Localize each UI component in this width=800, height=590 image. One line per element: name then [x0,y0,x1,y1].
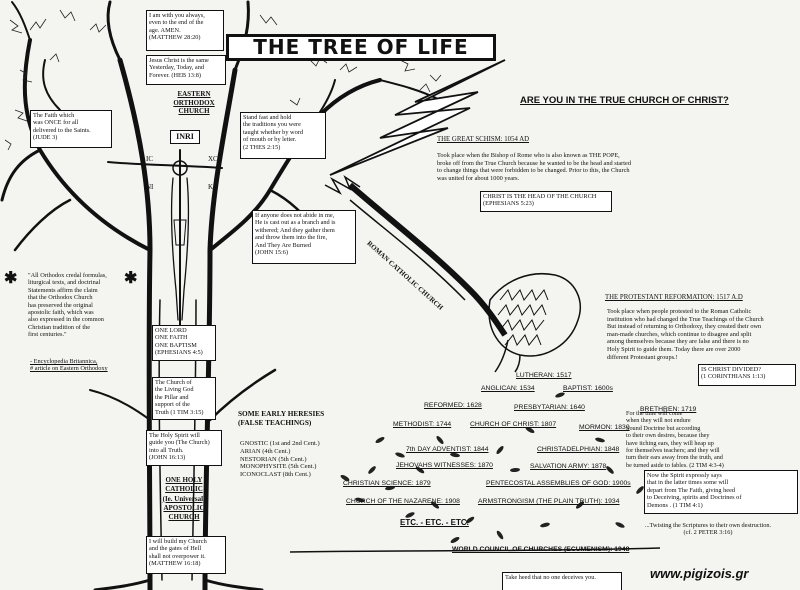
box-holy-spirit: The Holy Spirit will guide you (The Chur… [146,430,222,466]
box-christ-divided: IS CHRIST DIVIDED? (1 CORINTHIANS 1:13) [698,364,796,386]
denom-salvation: SALVATION ARMY: 1878 [530,463,607,470]
box-one-lord: ONE LORD ONE FAITH ONE BAPTISM (EPHESIAN… [152,325,216,361]
denom-brethren: BRETHREN: 1719 [640,406,697,413]
box-head-church: CHRIST IS THE HEAD OF THE CHURCH (EPHESI… [480,191,612,212]
denom-jehovah: JEHOVAHS WITNESSES: 1870 [396,462,493,469]
denom-mormon: MORMON: 1830 [579,424,630,431]
denom-armstrong: ARMSTRONGISM (THE PLAIN TRUTH): 1934 [478,498,620,505]
denom-christadelphian: CHRISTADELPHIAN: 1848 [537,446,620,453]
denom-methodist: METHODIST: 1744 [393,421,452,428]
star-right: ✱ [124,270,138,287]
quote-orthodox-claim: "All Orthodox credal formulas, liturgica… [28,272,107,339]
denom-baptist: BAPTIST: 1600s [563,385,613,392]
ground-line [289,547,661,553]
main-question: ARE YOU IN THE TRUE CHURCH OF CHRIST? [520,95,729,106]
quote-matthew-16: I will build my Church and the gates of … [146,536,226,574]
watermark: www.pigizois.gr [650,566,749,581]
roman-catholic-branch [324,175,508,337]
box-living-god: The Church of the Living God the Pillar … [152,377,216,420]
quote-1-tim-4: Now the Spirit expressly says that in th… [644,470,798,514]
greek-ic: IC [146,155,153,163]
quote-source: - Encyclopedia Britannica, # article on … [30,358,108,373]
heresies-list: GNOSTIC (1st and 2nd Cent.) ARIAN (4th C… [240,440,320,479]
quote-2-peter-3: ...Twisting the Scriptures to their own … [644,522,772,537]
box-one-holy-church: ONE HOLY CATHOLIC (Ie. Universal) APOSTO… [162,476,206,522]
denom-lutheran: LUTHERAN: 1517 [516,372,572,379]
denom-church-of-christ: CHURCH OF CHRIST: 1807 [470,421,557,428]
denom-reformed: REFORMED: 1628 [424,402,482,409]
greek-ni: NI [146,183,154,191]
page-title: THE TREE OF LIFE [226,34,496,61]
label-eastern-orthodox: EASTERN ORTHODOX CHURCH [173,90,215,115]
quote-take-heed: Take heed that no one deceives you. [502,572,622,590]
crucified-figure [172,160,188,176]
denom-adventist: 7th DAY ADVENTIST: 1844 [406,446,489,453]
denom-pentecostal: PENTECOSTAL ASSEMBLIES OF GOD: 1900s [486,480,631,487]
denom-etc: ETC. - ETC. - ETC. [400,518,469,527]
quote-jude-3: The Faith which was ONCE for all deliver… [30,110,112,148]
lightning-bolt [329,59,506,176]
greek-xc: XC [208,155,218,163]
tree-roots [93,578,264,590]
tree-trunk [117,57,153,590]
quote-hebrews-13: Jesus Christ is the same Yesterday, Toda… [146,55,226,85]
denom-science: CHRISTIAN SCIENCE: 1879 [343,480,431,487]
denom-anglican: ANGLICAN: 1534 [481,385,535,392]
wcc-label: WORLD COUNCIL OF CHURCHES (ECUMENISM): 1… [452,546,630,553]
heresies-title: SOME EARLY HERESIES (FALSE TEACHINGS) [238,410,325,427]
star-left: ✱ [4,270,18,287]
crucifix-arms [107,161,223,169]
quote-2-tim-4: For the time will come when they will no… [626,410,724,469]
denom-nazarene: CHURCH OF THE NAZARENE: 1908 [346,498,460,505]
greek-ka: KA [208,183,219,191]
reformation-text: Took place when people protested to the … [607,308,764,361]
quote-matthew-28: I am with you always, even to the end of… [146,10,224,51]
schism-title: THE GREAT SCHISM: 1054 AD [437,136,530,143]
inri-plaque: INRI [170,130,200,144]
schism-text: Took place when the Bishop of Rome who i… [437,152,631,182]
reformation-title: THE PROTESTANT REFORMATION: 1517 A.D [605,294,743,301]
quote-john-15: If anyone does not abide in me, He is ca… [252,210,356,264]
falling-leaves [340,392,644,544]
denom-presbyterian: PRESBYTARIAN: 1640 [514,404,585,411]
quote-2-thess: Stand fast and hold the traditions you w… [240,112,326,159]
protestant-bush [488,273,581,373]
